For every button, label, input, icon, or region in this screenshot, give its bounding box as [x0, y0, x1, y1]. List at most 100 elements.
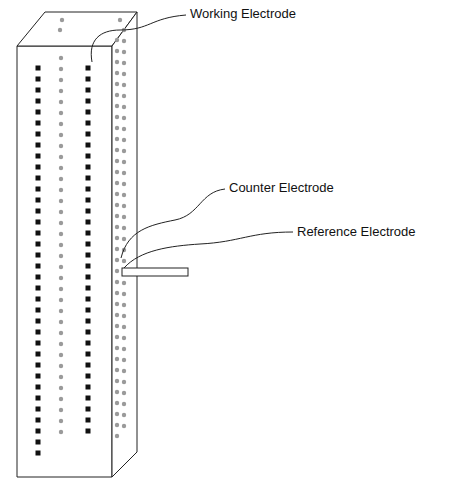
counter-electrode-dot: [59, 298, 63, 302]
counter-electrode-dot: [122, 369, 126, 373]
counter-electrode-dot: [115, 115, 119, 119]
working-electrode-square: [86, 121, 91, 126]
working-electrode-square: [86, 132, 91, 137]
working-electrode-square: [86, 319, 91, 324]
counter-electrode-dot: [122, 39, 126, 43]
counter-electrode-dot: [122, 424, 126, 428]
working-electrode-square: [36, 165, 41, 170]
working-electrode-square: [86, 275, 91, 280]
counter-electrode-dot: [59, 342, 63, 346]
counter-electrode-dot: [115, 236, 119, 240]
counter-electrode-dot: [115, 225, 119, 229]
working-electrode-square: [36, 77, 41, 82]
counter-electrode-dot: [115, 137, 119, 141]
counter-electrode-dot: [115, 313, 119, 317]
counter-electrode-dot: [115, 401, 119, 405]
counter-electrode-dot: [60, 18, 64, 22]
working-electrode-square: [36, 352, 41, 357]
counter-electrode-dot: [59, 100, 63, 104]
reference-electrode-tab: [122, 268, 188, 276]
counter-electrode-dot: [115, 71, 119, 75]
working-electrode-square: [86, 99, 91, 104]
counter-electrode-dot: [115, 434, 119, 438]
working-electrode-square: [86, 198, 91, 203]
counter-electrode-dot: [59, 430, 63, 434]
counter-electrode-dot: [59, 199, 63, 203]
electrode-label: Reference Electrode: [297, 224, 416, 240]
working-electrode-square: [86, 308, 91, 313]
working-electrode-square: [36, 187, 41, 192]
working-electrode-square: [36, 418, 41, 423]
counter-electrode-dot: [122, 94, 126, 98]
counter-electrode-dot: [122, 127, 126, 131]
counter-electrode-dot: [115, 60, 119, 64]
counter-electrode-dot: [122, 226, 126, 230]
counter-electrode-dot: [59, 331, 63, 335]
counter-electrode-dot: [115, 181, 119, 185]
counter-electrode-dot: [59, 243, 63, 247]
counter-electrode-dot: [59, 221, 63, 225]
working-electrode-square: [86, 341, 91, 346]
counter-electrode-dot: [115, 412, 119, 416]
counter-electrode-dot: [122, 347, 126, 351]
counter-electrode-dot: [122, 83, 126, 87]
working-electrode-square: [86, 253, 91, 258]
counter-electrode-dot: [122, 303, 126, 307]
working-electrode-square: [36, 176, 41, 181]
working-electrode-square: [36, 66, 41, 71]
working-electrode-square: [86, 66, 91, 71]
counter-electrode-dot: [115, 335, 119, 339]
counter-electrode-dot: [59, 364, 63, 368]
leader-line: [124, 232, 293, 268]
cell-housing: [17, 12, 137, 477]
working-electrode-square: [86, 352, 91, 357]
working-electrode-square: [36, 99, 41, 104]
counter-electrode-dot: [59, 122, 63, 126]
counter-electrode-dot: [122, 149, 126, 153]
working-electrode-square: [86, 231, 91, 236]
counter-electrode-dot: [122, 380, 126, 384]
counter-electrode-dot: [59, 397, 63, 401]
counter-electrode-dot: [122, 116, 126, 120]
working-electrode-square: [86, 429, 91, 434]
working-electrode-square: [86, 385, 91, 390]
counter-electrode-dot: [115, 324, 119, 328]
counter-electrode-dot: [59, 232, 63, 236]
counter-electrode-dot: [115, 38, 119, 42]
counter-electrode-dot: [115, 148, 119, 152]
counter-electrode-dot: [59, 375, 63, 379]
counter-electrode-dot: [122, 138, 126, 142]
working-electrode-square: [36, 330, 41, 335]
counter-electrode-dot: [59, 408, 63, 412]
counter-electrode-dot: [115, 258, 119, 262]
counter-electrode-dot: [59, 320, 63, 324]
counter-electrode-dot: [59, 144, 63, 148]
counter-electrode-dot: [122, 336, 126, 340]
counter-electrode-dot: [59, 386, 63, 390]
counter-electrode-dot: [122, 204, 126, 208]
counter-electrode-dot: [115, 302, 119, 306]
counter-electrode-dot: [122, 391, 126, 395]
working-electrode-square: [86, 286, 91, 291]
working-electrode-square: [86, 330, 91, 335]
electrode-label: Counter Electrode: [229, 180, 334, 196]
working-electrode-square: [36, 132, 41, 137]
counter-electrode-dot: [122, 72, 126, 76]
counter-electrode-dot: [59, 188, 63, 192]
counter-electrode-dot: [115, 104, 119, 108]
working-electrode-square: [86, 88, 91, 93]
working-electrode-square: [36, 242, 41, 247]
counter-electrode-dot: [59, 265, 63, 269]
leader-lines: [91, 15, 293, 268]
working-electrode-square: [86, 264, 91, 269]
working-electrode-square: [36, 363, 41, 368]
counter-electrode-dot: [122, 182, 126, 186]
counter-electrode-dot: [122, 50, 126, 54]
counter-electrode-dot: [122, 160, 126, 164]
counter-electrode-dot: [115, 159, 119, 163]
counter-electrode-dot: [59, 210, 63, 214]
working-electrode-square: [36, 198, 41, 203]
counter-electrode-dot: [59, 111, 63, 115]
counter-electrode-dot: [122, 171, 126, 175]
counter-electrode-dot: [122, 237, 126, 241]
